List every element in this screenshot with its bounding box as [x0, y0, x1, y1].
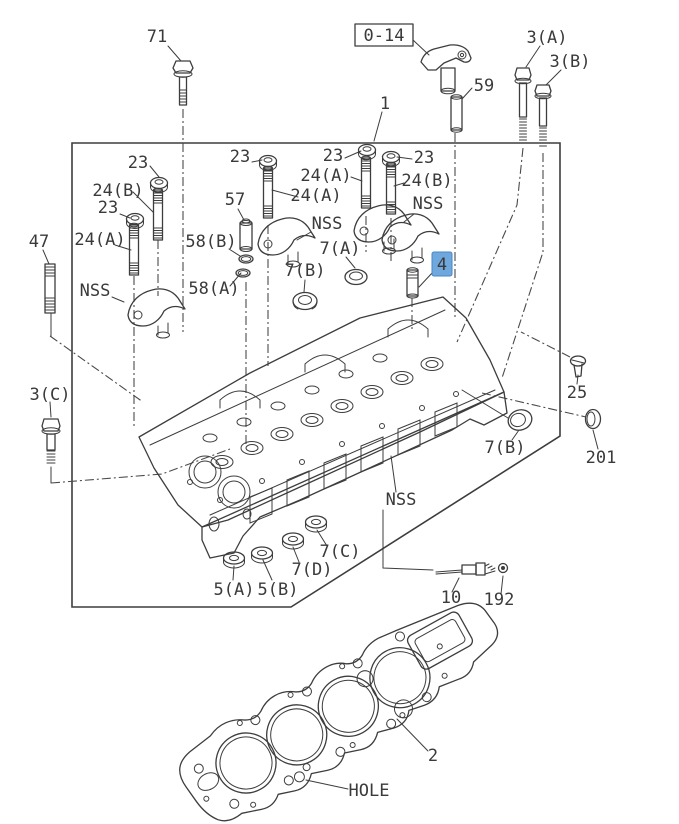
head-gasket-drawing: [179, 602, 499, 822]
ball-192: [497, 562, 509, 574]
screw-25: [569, 355, 587, 378]
label-1: 1: [380, 94, 390, 114]
label-201: 201: [586, 448, 617, 468]
label-4[interactable]: 4: [437, 255, 447, 275]
label-24a-top: 24(A): [300, 166, 351, 186]
rocker-arm-mid: [257, 217, 316, 268]
label-3a: 3(A): [527, 28, 568, 48]
pin-59: [450, 94, 463, 133]
label-24b-right: 24(B): [401, 171, 452, 191]
lifter-57: [239, 218, 253, 252]
cap-7b-right: [507, 409, 533, 431]
label-2: 2: [428, 746, 438, 766]
label-nss-left: NSS: [80, 281, 111, 301]
seal-7b-mid: [292, 291, 318, 311]
label-7c: 7(C): [320, 542, 361, 562]
label-23-5: 23: [414, 148, 434, 168]
label-0-14[interactable]: 0-14: [364, 26, 405, 46]
label-7b-right: 7(B): [485, 438, 526, 458]
rocker-arm-right: [353, 204, 412, 255]
bolt-3b: [534, 84, 552, 147]
stud-24a-left: [128, 222, 140, 276]
label-57: 57: [225, 190, 245, 210]
label-7a: 7(A): [320, 239, 361, 259]
label-nss-bottom: NSS: [386, 490, 417, 510]
label-23-3: 23: [230, 147, 250, 167]
bolt-3a: [514, 67, 532, 144]
part-4-highlight[interactable]: [431, 251, 453, 277]
label-5a: 5(A): [214, 580, 255, 600]
bolt-71: [172, 60, 194, 106]
label-24a-mid: 24(A): [290, 186, 341, 206]
figure-border: [71, 142, 561, 608]
ref-box-0-14[interactable]: 0-14: [354, 23, 414, 47]
nut-23-4: [357, 143, 377, 161]
bolt-3c: [41, 418, 61, 464]
seal-7a: [344, 268, 368, 286]
cap-7c: [304, 515, 328, 533]
label-58b: 58(B): [185, 232, 236, 252]
stud-24a-mid: [262, 165, 274, 219]
label-58a: 58(A): [188, 279, 239, 299]
oring-58a: [235, 268, 251, 278]
stud-47: [44, 263, 56, 314]
valve-guide-4: [406, 267, 419, 299]
label-23-1: 23: [128, 153, 148, 173]
label-24a-left: 24(A): [74, 230, 125, 250]
label-23-2: 23: [98, 198, 118, 218]
label-7d: 7(D): [292, 560, 333, 580]
label-24b-left: 24(B): [92, 181, 143, 201]
label-3b: 3(B): [550, 52, 591, 72]
label-71: 71: [147, 27, 167, 47]
stud-24a-top: [360, 155, 372, 209]
label-59: 59: [474, 76, 494, 96]
label-23-4: 23: [323, 146, 343, 166]
label-nss-mid: NSS: [312, 214, 343, 234]
oring-58b: [238, 254, 254, 264]
label-3c: 3(C): [30, 385, 71, 405]
label-47: 47: [29, 232, 49, 252]
label-25: 25: [567, 383, 587, 403]
glow-plug-10: [435, 562, 496, 576]
label-7b-mid: 7(B): [285, 261, 326, 281]
label-5b: 5(B): [258, 580, 299, 600]
rocker-arm-left: [127, 288, 186, 339]
plug-201: [584, 408, 602, 430]
cylinder-head-drawing: [138, 296, 508, 559]
cap-5b: [250, 546, 274, 564]
label-10: 10: [441, 588, 461, 608]
label-192: 192: [484, 590, 515, 610]
stud-24b-left: [152, 187, 164, 241]
highlighted-part-4[interactable]: 4: [431, 251, 453, 277]
sensor-0-14: [420, 44, 472, 95]
label-nss-right: NSS: [413, 194, 444, 214]
label-hole: HOLE: [349, 781, 390, 801]
